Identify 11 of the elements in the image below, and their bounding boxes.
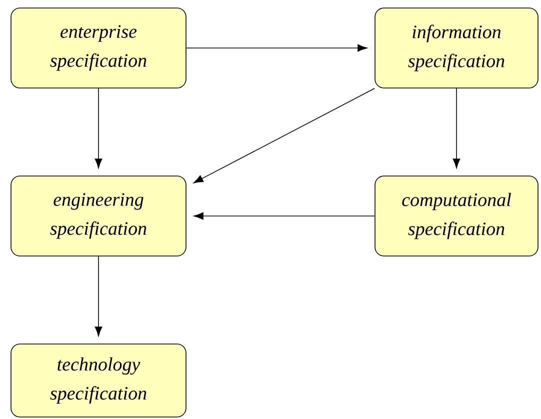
arrow — [452, 88, 460, 168]
arrow — [186, 44, 368, 52]
process-box: computational specification — [374, 176, 538, 256]
process-box: technology specification — [10, 344, 186, 418]
arrow — [194, 88, 375, 184]
arrow — [94, 256, 102, 336]
arrow — [194, 212, 375, 220]
arrow — [94, 88, 102, 168]
process-box: information specification — [374, 8, 538, 88]
process-box: enterprise specification — [10, 8, 186, 88]
process-box: engineering specification — [10, 176, 186, 256]
